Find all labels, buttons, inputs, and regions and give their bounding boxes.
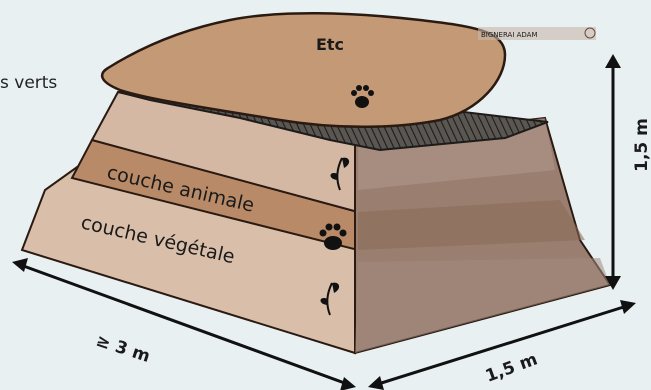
top-layer-label: Etc bbox=[316, 35, 344, 54]
dimension-width: 1,5 m bbox=[483, 350, 540, 387]
dimension-height: 1,5 m bbox=[632, 118, 651, 172]
dimension-length: ≥ 3 m bbox=[93, 331, 152, 367]
heap-right-face bbox=[355, 118, 610, 353]
dimension-arrow-height bbox=[605, 54, 621, 290]
signature: BIGNERAI ADAM bbox=[481, 31, 538, 39]
